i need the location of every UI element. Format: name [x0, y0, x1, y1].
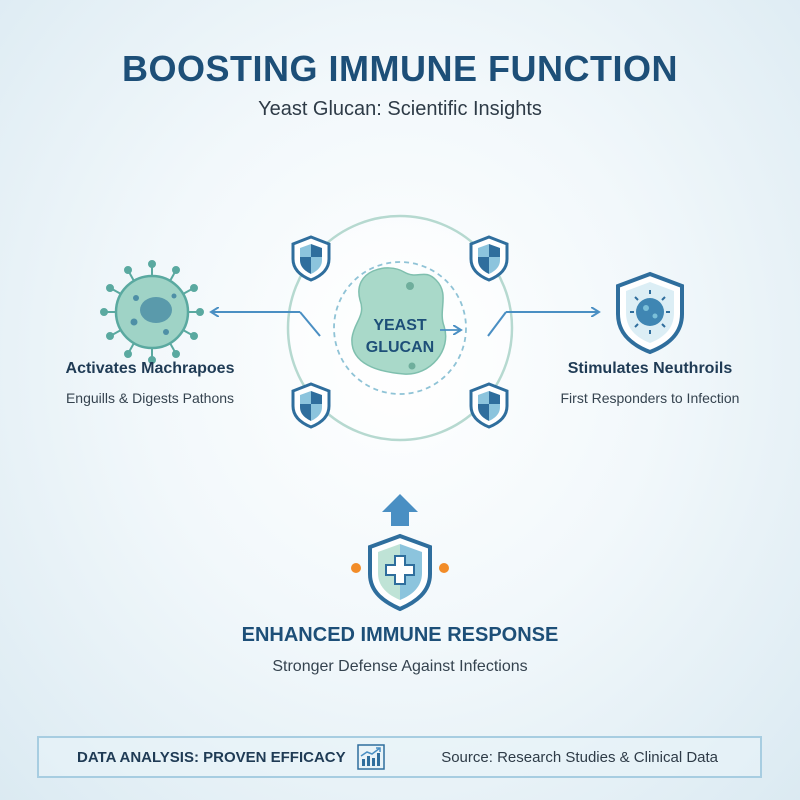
up-arrow-icon — [382, 494, 418, 526]
right-benefit-title: Stimulates Neuthroils — [567, 360, 733, 377]
inner-dashed-ring — [333, 261, 467, 395]
left-arrow — [212, 312, 321, 337]
accent-dot-left — [351, 563, 361, 573]
footer-left-text: DATA ANALYSIS: PROVEN EFFICACY — [77, 749, 346, 766]
right-arrow — [487, 312, 598, 337]
shield-icon — [469, 235, 509, 282]
yeast-cell-icon — [351, 267, 447, 375]
page-subtitle: Yeast Glucan: Scientific Insights — [258, 98, 542, 120]
virus-shield-icon — [616, 271, 684, 355]
center-label-line1: YEAST — [373, 317, 427, 334]
footer-bar: DATA ANALYSIS: PROVEN EFFICACY Source: R… — [37, 736, 762, 778]
chart-trend-icon — [357, 744, 385, 770]
left-benefit-description: Enguills & Digests Pathons — [65, 390, 235, 406]
page-title: BOOSTING IMMUNE FUNCTION — [122, 48, 678, 89]
macrophage-cell-icon — [100, 260, 204, 364]
accent-dot-right — [439, 563, 449, 573]
result-description: Stronger Defense Against Infections — [272, 658, 528, 675]
shield-icon — [291, 235, 331, 282]
medical-cross-shield-icon — [368, 533, 432, 612]
shield-icon — [291, 382, 331, 429]
footer-source-text: Source: Research Studies & Clinical Data — [441, 749, 718, 766]
result-title: ENHANCED IMMUNE RESPONSE — [241, 624, 559, 646]
left-benefit-title: Activates Machrapoes — [65, 360, 235, 377]
center-label-line2: GLUCAN — [365, 339, 435, 356]
right-benefit-description: First Responders to Infection — [560, 390, 740, 406]
shield-icon — [469, 382, 509, 429]
